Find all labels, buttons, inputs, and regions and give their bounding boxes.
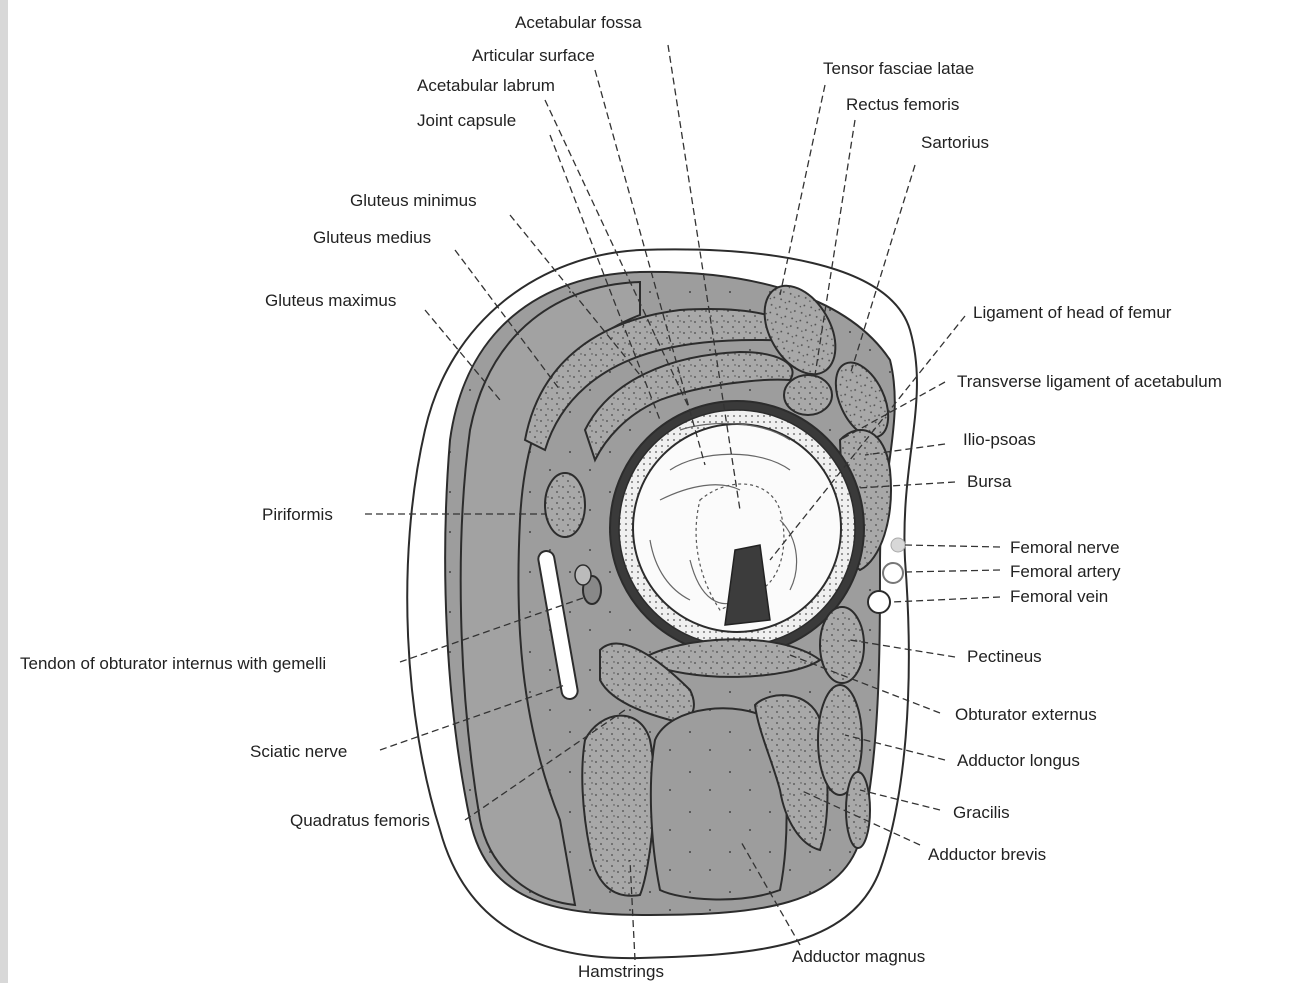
- label-ilio-psoas: Ilio-psoas: [963, 430, 1036, 449]
- label-acetabular-labrum: Acetabular labrum: [417, 76, 555, 95]
- label-piriformis: Piriformis: [262, 505, 333, 524]
- label-adductor-magnus: Adductor magnus: [792, 947, 925, 966]
- label-adductor-brevis: Adductor brevis: [928, 845, 1046, 864]
- label-pectineus: Pectineus: [967, 647, 1042, 666]
- femoral-nerve-shape: [891, 538, 905, 552]
- label-acetabular-fossa: Acetabular fossa: [515, 13, 642, 32]
- gemelli: [575, 565, 591, 585]
- label-femoral-nerve: Femoral nerve: [1010, 538, 1120, 557]
- label-hamstrings: Hamstrings: [578, 962, 664, 981]
- label-obturator-externus: Obturator externus: [955, 705, 1097, 724]
- label-bursa: Bursa: [967, 472, 1012, 491]
- label-tendon-obturator-internus: Tendon of obturator internus with gemell…: [20, 654, 326, 673]
- femoral-vein-shape: [868, 591, 890, 613]
- rectus-femoris: [784, 375, 832, 415]
- label-gracilis: Gracilis: [953, 803, 1010, 822]
- pectineus: [820, 607, 864, 683]
- femoral-artery-shape: [883, 563, 903, 583]
- label-ligament-head-femur: Ligament of head of femur: [973, 303, 1172, 322]
- label-quadratus-femoris: Quadratus femoris: [290, 811, 430, 830]
- label-transverse-ligament: Transverse ligament of acetabulum: [957, 372, 1222, 391]
- label-sartorius: Sartorius: [921, 133, 989, 152]
- label-tensor-fasciae-latae: Tensor fasciae latae: [823, 59, 974, 78]
- label-rectus-femoris: Rectus femoris: [846, 95, 959, 114]
- label-femoral-artery: Femoral artery: [1010, 562, 1121, 581]
- label-joint-capsule: Joint capsule: [417, 111, 516, 130]
- label-sciatic-nerve: Sciatic nerve: [250, 742, 347, 761]
- label-femoral-vein: Femoral vein: [1010, 587, 1108, 606]
- label-gluteus-medius: Gluteus medius: [313, 228, 431, 247]
- label-articular-surface: Articular surface: [472, 46, 595, 65]
- scan-edge: [0, 0, 8, 983]
- label-gluteus-minimus: Gluteus minimus: [350, 191, 477, 210]
- piriformis: [545, 473, 585, 537]
- label-adductor-longus: Adductor longus: [957, 751, 1080, 770]
- gracilis: [846, 772, 870, 848]
- label-gluteus-maximus: Gluteus maximus: [265, 291, 396, 310]
